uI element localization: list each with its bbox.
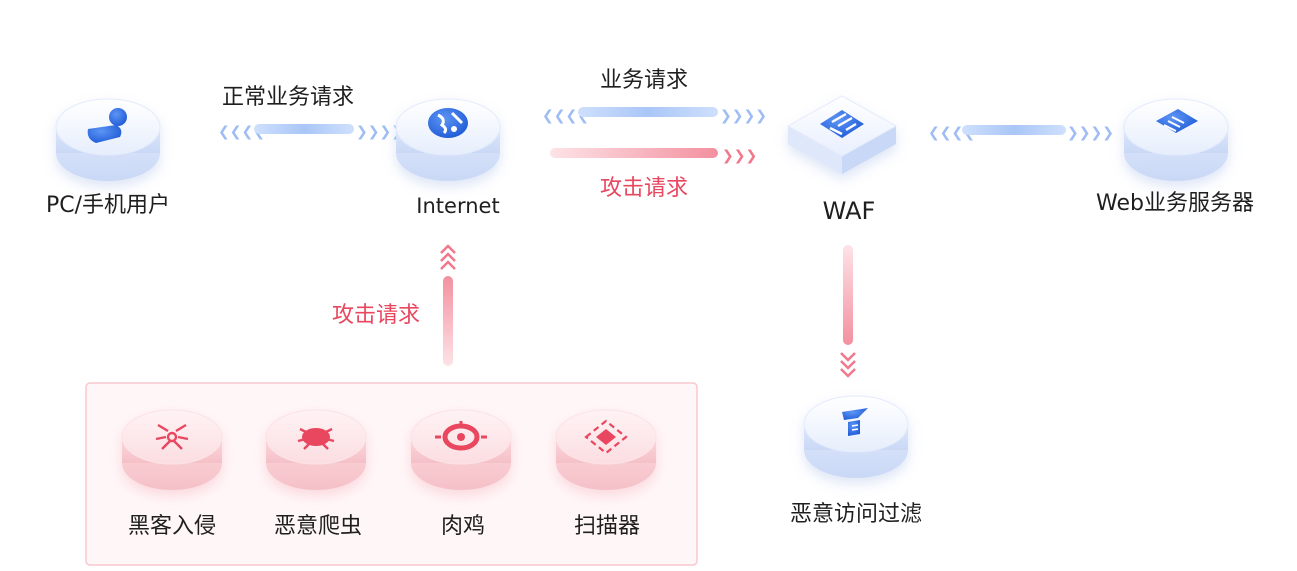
svg-text:❯❯❯: ❯❯❯ (722, 148, 757, 164)
normal-request-connector: ❮❮❮❮ ❯❯❯❯ (218, 124, 403, 140)
threat-label-crawler: 恶意爬虫 (273, 514, 363, 539)
threat-node-zombie (410, 409, 512, 490)
user-node (55, 98, 161, 181)
hacker-icon (155, 423, 189, 450)
waf-shield-icon (820, 110, 864, 138)
threat-group-box (85, 382, 698, 566)
bug-icon (297, 427, 335, 450)
waf-node (786, 95, 898, 174)
normal-request-label: 正常业务请求 (222, 85, 355, 110)
attack-request-up-connector (440, 244, 456, 366)
svg-text:❯❯❯❯: ❯❯❯❯ (356, 124, 403, 140)
filter-icon (842, 408, 868, 436)
scanner-icon (584, 419, 628, 455)
attack-request-right-connector: ❯❯❯ (550, 148, 757, 164)
threat-label-zombie: 肉鸡 (440, 514, 486, 539)
threat-label-scanner: 扫描器 (573, 514, 641, 539)
globe-icon (428, 108, 468, 138)
threat-node-hacker (121, 409, 223, 490)
attack-request-right-label: 攻击请求 (600, 176, 689, 201)
internet-node-label: Internet (416, 194, 500, 218)
waf-node-label: WAF (822, 197, 876, 225)
business-request-connector: ❮❮❮❮ ❯❯❯❯ (542, 107, 767, 124)
svg-text:❮❮❮❮: ❮❮❮❮ (218, 124, 265, 140)
zombie-icon (435, 421, 487, 451)
server-node-label: Web业务服务器 (1096, 191, 1254, 216)
threat-label-hacker: 黑客入侵 (127, 514, 217, 539)
threat-node-scanner (555, 409, 657, 490)
waf-server-connector: ❮❮❮❮ ❯❯❯❯ (928, 125, 1114, 141)
filter-node (803, 395, 909, 478)
threat-node-crawler (265, 409, 367, 490)
svg-text:❯❯❯❯: ❯❯❯❯ (1067, 125, 1114, 141)
user-icon (87, 108, 127, 143)
svg-text:❯❯❯❯: ❯❯❯❯ (720, 108, 767, 124)
attack-request-up-label: 攻击请求 (332, 303, 421, 328)
user-node-label: PC/手机用户 (45, 193, 171, 218)
business-request-label: 业务请求 (600, 68, 689, 93)
waf-filter-connector (840, 245, 856, 378)
server-node (1123, 98, 1229, 181)
svg-text:❮❮❮❮: ❮❮❮❮ (542, 108, 589, 124)
internet-node (395, 98, 501, 181)
filter-node-label: 恶意访问过滤 (789, 502, 923, 527)
server-icon (1156, 109, 1198, 133)
